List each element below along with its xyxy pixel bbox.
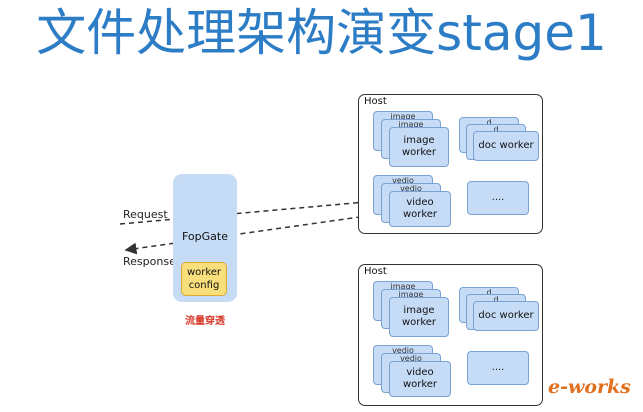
more-workers-card: .... [467, 351, 529, 385]
host-box-2: Host image image image worker d d doc wo… [358, 264, 543, 406]
worker-config-box: worker config [181, 262, 227, 296]
response-arrow [124, 212, 389, 255]
traffic-passthrough-note: 流量穿透 [185, 316, 225, 327]
video-worker-card: video worker [389, 191, 451, 227]
video-worker-card: video worker [389, 361, 451, 397]
doc-worker-card: doc worker [473, 131, 539, 161]
fopgate-label: FopGate [182, 230, 228, 243]
request-label: Request [123, 208, 168, 221]
image-worker-card: image worker [389, 297, 449, 337]
image-worker-card: image worker [389, 127, 449, 167]
page-title: 文件处理架构演变stage1 [36, 4, 607, 62]
host-box-1: Host image image image worker d d doc wo… [358, 94, 543, 234]
host-label: Host [364, 266, 387, 277]
response-label: Response [123, 255, 176, 268]
host-label: Host [364, 96, 387, 107]
eworks-logo: e-works [548, 376, 631, 398]
more-workers-card: .... [467, 181, 529, 215]
doc-worker-card: doc worker [473, 301, 539, 331]
